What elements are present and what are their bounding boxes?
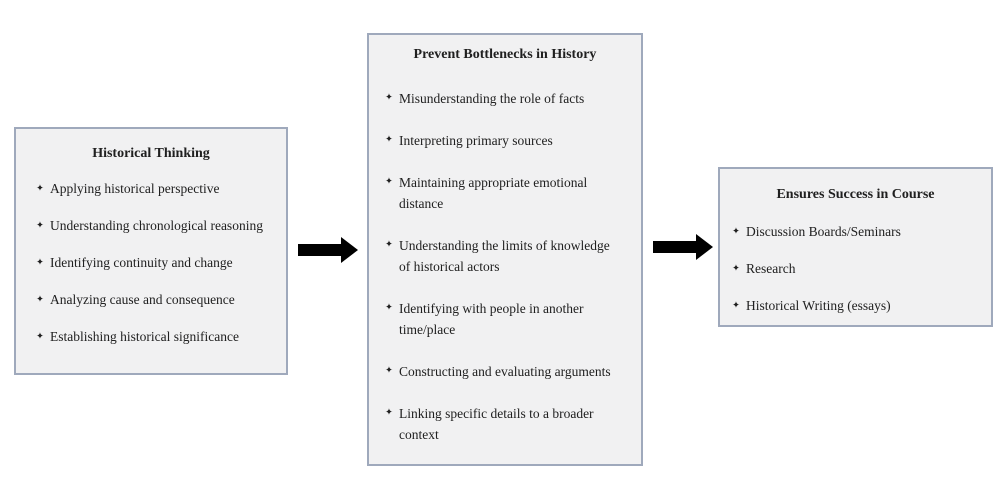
list-item-label: Identifying continuity and change: [50, 255, 233, 270]
list-item-label: Constructing and evaluating arguments: [399, 364, 611, 379]
diamond-bullet-icon: ✦: [36, 184, 44, 194]
list-item-label: Establishing historical significance: [50, 329, 239, 344]
list-item: ✦ Linking specific details to a broader …: [385, 403, 615, 445]
diamond-bullet-icon: ✦: [385, 303, 393, 313]
diamond-bullet-icon: ✦: [385, 93, 393, 103]
list-item-label: Understanding chronological reasoning: [50, 218, 263, 233]
list-item: ✦ Research: [732, 259, 985, 279]
box-historical-thinking: Historical Thinking ✦ Applying historica…: [14, 127, 288, 375]
flow-arrow-right-icon: [298, 237, 358, 263]
flow-arrow-right-icon: [653, 234, 713, 260]
list-item: ✦ Historical Writing (essays): [732, 296, 985, 316]
arrow-head: [341, 237, 358, 263]
list-item: ✦ Understanding the limits of knowledge …: [385, 235, 615, 277]
list-item: ✦ Constructing and evaluating arguments: [385, 361, 615, 382]
diamond-bullet-icon: ✦: [385, 135, 393, 145]
diamond-bullet-icon: ✦: [385, 408, 393, 418]
diamond-bullet-icon: ✦: [385, 177, 393, 187]
list-item-label: Misunderstanding the role of facts: [399, 91, 585, 106]
list-item-label: Understanding the limits of knowledge of…: [399, 238, 610, 274]
list-item-label: Linking specific details to a broader co…: [399, 406, 594, 442]
diamond-bullet-icon: ✦: [732, 227, 740, 237]
diamond-bullet-icon: ✦: [385, 366, 393, 376]
bullet-list: ✦ Discussion Boards/Seminars ✦ Research …: [732, 222, 985, 316]
list-item-label: Research: [746, 261, 796, 276]
arrow-head: [696, 234, 713, 260]
diamond-bullet-icon: ✦: [732, 264, 740, 274]
box-prevent-bottlenecks: Prevent Bottlenecks in History ✦ Misunde…: [367, 33, 643, 466]
box-title: Historical Thinking: [92, 146, 210, 161]
box-title: Ensures Success in Course: [776, 187, 935, 202]
list-item: ✦ Discussion Boards/Seminars: [732, 222, 985, 242]
list-item-label: Discussion Boards/Seminars: [746, 224, 901, 239]
list-item-label: Maintaining appropriate emotional distan…: [399, 175, 588, 211]
diamond-bullet-icon: ✦: [36, 221, 44, 231]
list-item: ✦ Establishing historical significance: [36, 327, 280, 347]
list-item: ✦ Analyzing cause and consequence: [36, 290, 280, 310]
list-item: ✦ Interpreting primary sources: [385, 130, 615, 151]
diamond-bullet-icon: ✦: [36, 295, 44, 305]
list-item: ✦ Applying historical perspective: [36, 179, 280, 199]
diamond-bullet-icon: ✦: [36, 332, 44, 342]
bullet-list: ✦ Misunderstanding the role of facts ✦ I…: [385, 88, 615, 445]
list-item-label: Analyzing cause and consequence: [50, 292, 235, 307]
list-item-label: Historical Writing (essays): [746, 298, 891, 313]
box-title: Prevent Bottlenecks in History: [413, 47, 597, 62]
list-item: ✦ Identifying continuity and change: [36, 253, 280, 273]
arrow-shaft: [653, 241, 696, 253]
list-item: ✦ Identifying with people in another tim…: [385, 298, 615, 340]
list-item: ✦ Maintaining appropriate emotional dist…: [385, 172, 615, 214]
diamond-bullet-icon: ✦: [385, 240, 393, 250]
list-item: ✦ Misunderstanding the role of facts: [385, 88, 615, 109]
list-item: ✦ Understanding chronological reasoning: [36, 216, 280, 236]
list-item-label: Identifying with people in another time/…: [399, 301, 584, 337]
arrow-shaft: [298, 244, 341, 256]
diamond-bullet-icon: ✦: [36, 258, 44, 268]
list-item-label: Interpreting primary sources: [399, 133, 553, 148]
bullet-list: ✦ Applying historical perspective ✦ Unde…: [36, 179, 280, 347]
diamond-bullet-icon: ✦: [732, 301, 740, 311]
box-ensures-success: Ensures Success in Course ✦ Discussion B…: [718, 167, 993, 327]
list-item-label: Applying historical perspective: [50, 181, 220, 196]
